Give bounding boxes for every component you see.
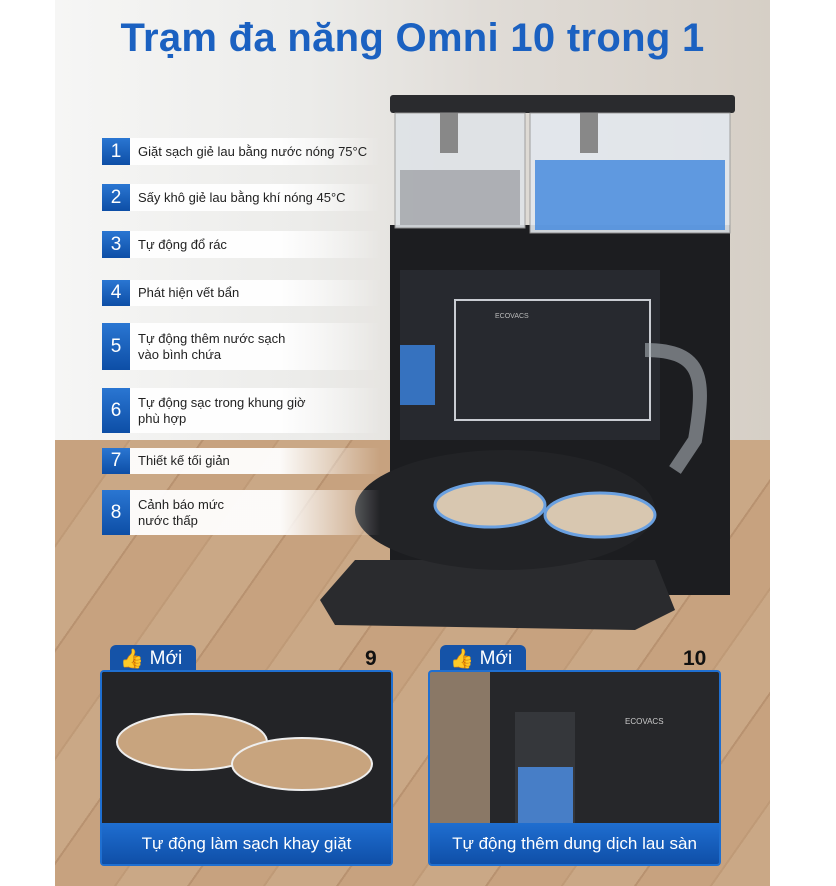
water-tank-small xyxy=(400,345,435,405)
feature-text: Phát hiện vết bẩn xyxy=(138,285,240,300)
brand-label: ECOVACS xyxy=(495,313,529,320)
mop-pad xyxy=(543,491,657,539)
feature-text: vào bình chứa xyxy=(138,346,222,362)
thumbs-up-icon: 👍 xyxy=(450,648,474,670)
card-number: 10 xyxy=(683,647,707,670)
feature-item-2: 2 Sấy khô giẻ lau bằng khí nóng 45°C xyxy=(102,184,380,211)
feature-number: 2 xyxy=(102,184,130,211)
feature-label: Phát hiện vết bẩn xyxy=(130,280,380,306)
feature-number: 4 xyxy=(102,280,130,306)
ramp xyxy=(320,560,675,630)
feature-text: Tự động sạc trong khung giờ xyxy=(138,394,306,410)
feature-label: Sấy khô giẻ lau bằng khí nóng 45°C xyxy=(130,184,380,211)
dust-bin-window xyxy=(400,270,660,440)
feature-text: nước thấp xyxy=(138,512,198,528)
feature-label: Giặt sạch giẻ lau bằng nước nóng 75°C xyxy=(130,138,380,165)
feature-text: Giặt sạch giẻ lau bằng nước nóng 75°C xyxy=(138,143,368,159)
feature-number: 6 xyxy=(102,388,130,433)
feature-label: Tự động đổ rác xyxy=(130,231,380,258)
tray-image xyxy=(102,672,391,832)
feature-number: 3 xyxy=(102,231,130,258)
feature-text: phù hợp xyxy=(138,410,187,426)
feature-label: Thiết kế tối giản xyxy=(130,448,380,474)
feature-item-3: 3 Tự động đổ rác xyxy=(102,231,380,258)
feature-number: 8 xyxy=(102,490,130,535)
feature-text: Cảnh báo mức xyxy=(138,496,225,512)
feature-text: Sấy khô giẻ lau bằng khí nóng 45°C xyxy=(138,189,346,205)
feature-number: 7 xyxy=(102,448,130,474)
mop-pad xyxy=(433,481,547,529)
feature-card-detergent: ECOVACS Tự động thêm dung dịch lau sàn xyxy=(428,670,721,866)
thumbs-up-icon: 👍 xyxy=(120,648,144,670)
feature-number: 1 xyxy=(102,138,130,165)
feature-text: Thiết kế tối giản xyxy=(138,453,230,468)
product-photo: ECOVACS xyxy=(55,0,770,886)
card-number: 9 xyxy=(365,647,377,670)
detergent-image: ECOVACS xyxy=(490,672,719,832)
new-badge-10: 👍Mới xyxy=(440,645,526,672)
page-title: Trạm đa năng Omni 10 trong 1 xyxy=(120,16,705,60)
new-badge-9: 👍Mới xyxy=(110,645,196,672)
feature-text: Tự động thêm nước sạch xyxy=(138,330,286,346)
feature-item-4: 4 Phát hiện vết bẩn xyxy=(102,280,380,306)
tank-handle xyxy=(440,113,458,153)
hose xyxy=(644,343,707,474)
feature-text: Tự động đổ rác xyxy=(138,236,227,252)
tank-lid xyxy=(390,95,735,113)
card-caption: Tự động làm sạch khay giặt xyxy=(102,823,391,864)
feature-item-7: 7 Thiết kế tối giản xyxy=(102,448,380,474)
card-caption: Tự động thêm dung dịch lau sàn xyxy=(430,823,719,864)
feature-item-1: 1 Giặt sạch giẻ lau bằng nước nóng 75°C xyxy=(102,138,380,165)
brand-label: ECOVACS xyxy=(625,717,664,726)
feature-card-tray-cleaning: Tự động làm sạch khay giặt xyxy=(100,670,393,866)
feature-number: 5 xyxy=(102,323,130,370)
tank-handle xyxy=(580,113,598,153)
dust-bin xyxy=(454,299,651,421)
station-illustration: ECOVACS xyxy=(320,95,735,630)
